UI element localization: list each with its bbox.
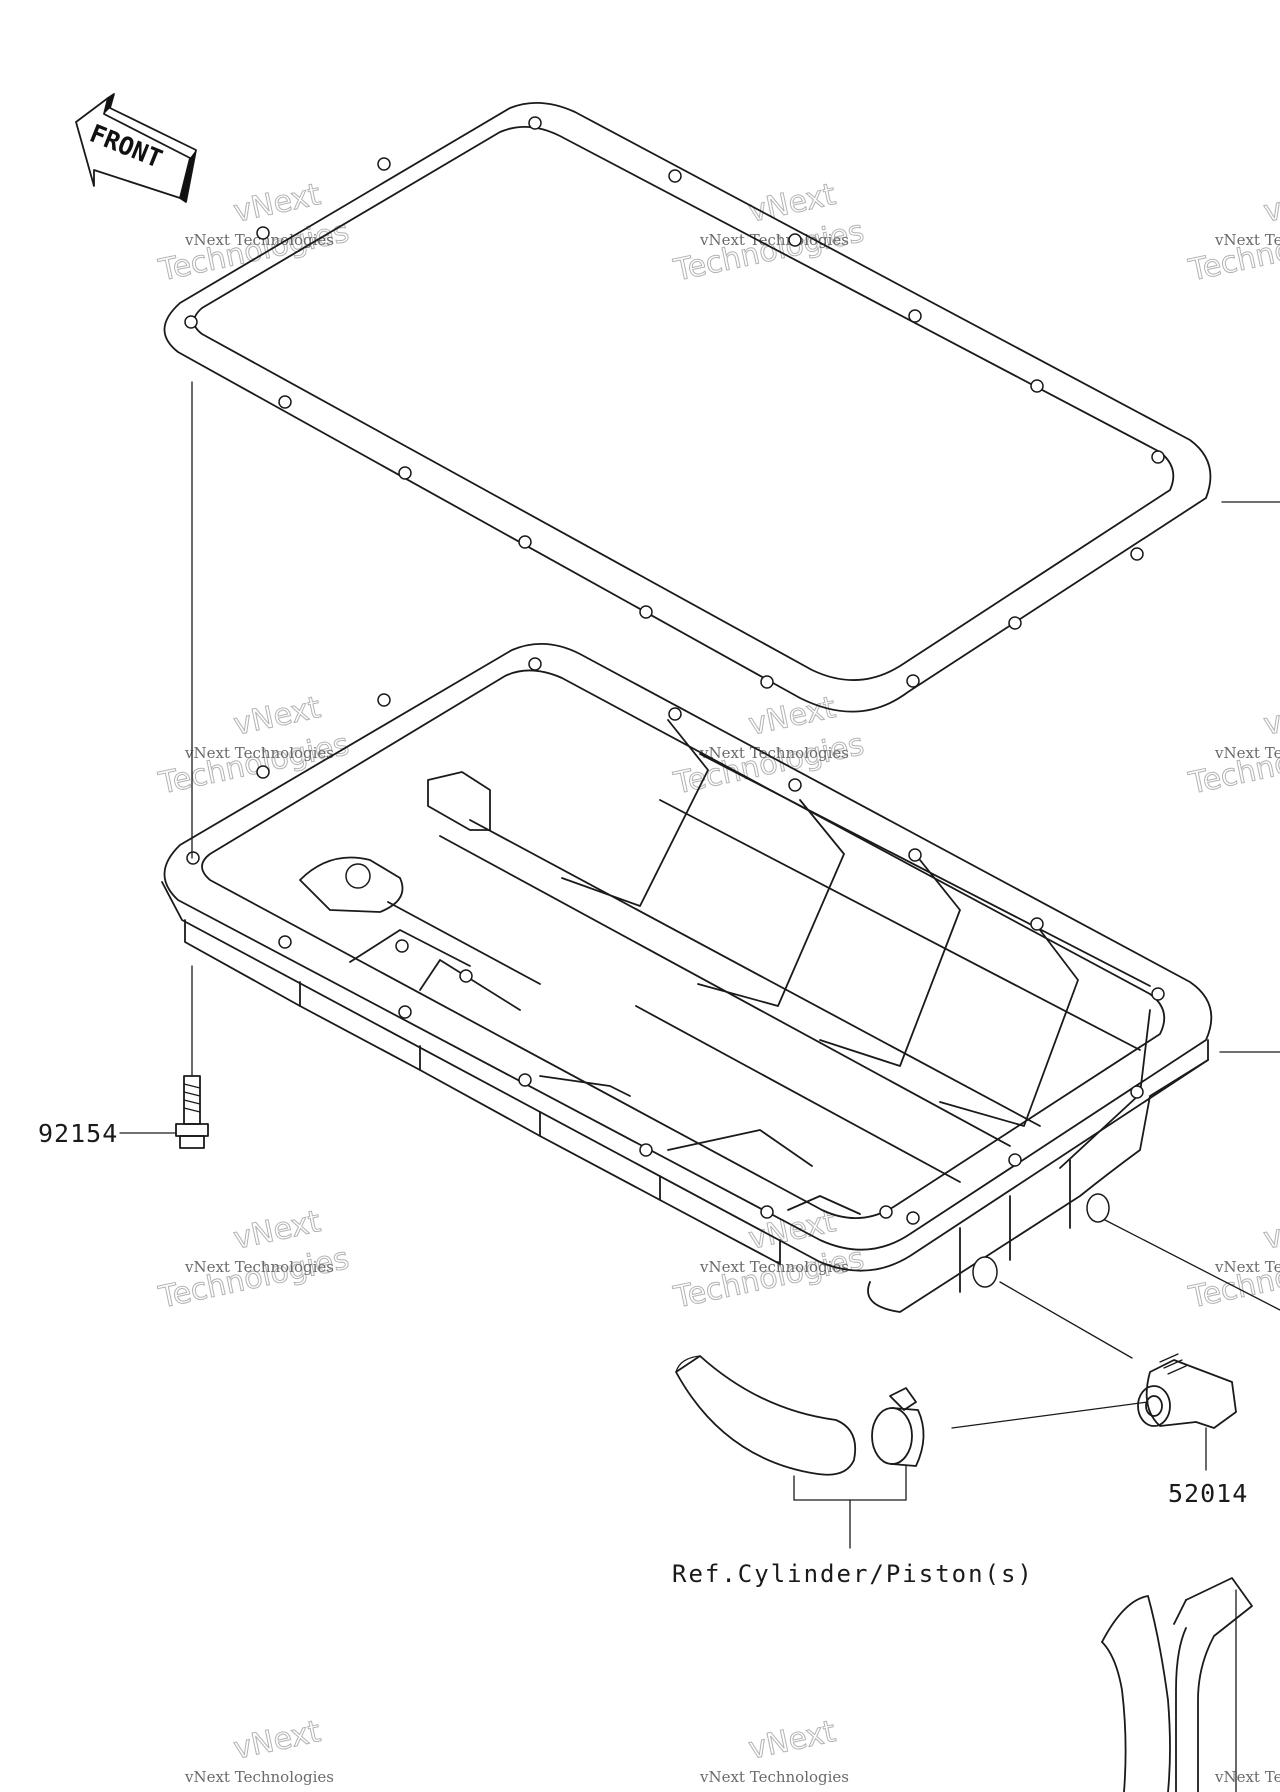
watermark-small: vNext Technologies	[184, 744, 334, 762]
watermark-large-top: vNext	[231, 1714, 324, 1767]
flange-bolt-icon	[175, 1075, 209, 1149]
breather-hose-icon	[675, 1355, 857, 1476]
reference-label: Ref.Cylinder/Piston(s)	[672, 1560, 1034, 1588]
part-number-fitting: 52014	[1168, 1479, 1248, 1508]
watermark: vNext Technologies vNext Technologies	[670, 177, 868, 289]
oil-pan	[161, 642, 1213, 1313]
watermark: vNext Technologies	[1214, 1768, 1280, 1786]
watermark: vNext vNext Technologies	[184, 1714, 334, 1786]
watermark-large-top: vNext	[1261, 1204, 1280, 1257]
pan-leader-line	[1104, 1219, 1280, 1311]
watermark: vNext Technologies vNext Technologies	[1185, 1204, 1280, 1316]
watermark: vNext Technologies vNext Technologies	[1185, 177, 1280, 289]
watermark-small: vNext Technologies	[1214, 1768, 1280, 1786]
watermark-small: vNext Technologies	[1214, 744, 1280, 762]
breather-pipe-icon	[1101, 1577, 1253, 1792]
gasket-bolt-holes	[184, 116, 1165, 689]
watermark-small: vNext Technologies	[184, 1258, 334, 1276]
hose-clamp-icon	[871, 1387, 925, 1467]
watermark-small: vNext Technologies	[699, 231, 849, 249]
watermark: vNext vNext Technologies	[699, 1714, 849, 1786]
watermark-large-bottom: Technologies	[1185, 214, 1280, 289]
watermark-small: vNext Technologies	[184, 231, 334, 249]
part-number-bolt: 92154	[38, 1119, 118, 1148]
watermark: vNext Technologies vNext Technologies	[155, 690, 353, 802]
fitting-alignment-line	[999, 1281, 1133, 1359]
watermark: vNext Technologies vNext Technologies	[155, 177, 353, 289]
drain-boss	[1086, 1193, 1110, 1223]
watermark-small: vNext Technologies	[184, 1768, 334, 1786]
watermark-small: vNext Technologies	[699, 744, 849, 762]
drain-boss	[972, 1256, 998, 1288]
watermark-large-top: vNext	[746, 1714, 839, 1767]
watermark-large-bottom: Technologies	[1185, 1241, 1280, 1316]
hose-fitting-icon	[1137, 1353, 1237, 1429]
reference-bracket	[793, 1465, 907, 1501]
front-arrow-icon: FRONT	[75, 93, 197, 203]
watermark-small: vNext Technologies	[699, 1258, 849, 1276]
watermark: vNext Technologies vNext Technologies	[670, 690, 868, 802]
watermark-large-bottom: Technologies	[1185, 727, 1280, 802]
watermark-small: vNext Technologies	[1214, 1258, 1280, 1276]
oil-pan-gasket	[163, 101, 1212, 713]
fitting-alignment-line	[951, 1401, 1149, 1429]
watermark-large-top: vNext	[1261, 177, 1280, 230]
watermark-group: vNext Technologies vNext Technologies vN…	[155, 177, 1280, 1786]
watermark-large-top: vNext	[1261, 690, 1280, 743]
watermark: vNext Technologies vNext Technologies	[155, 1204, 353, 1316]
watermark-small: vNext Technologies	[699, 1768, 849, 1786]
watermark: vNext Technologies vNext Technologies	[1185, 690, 1280, 802]
watermark-small: vNext Technologies	[1214, 231, 1280, 249]
pan-bolt-holes	[186, 657, 1165, 1225]
front-label: FRONT	[86, 119, 167, 174]
